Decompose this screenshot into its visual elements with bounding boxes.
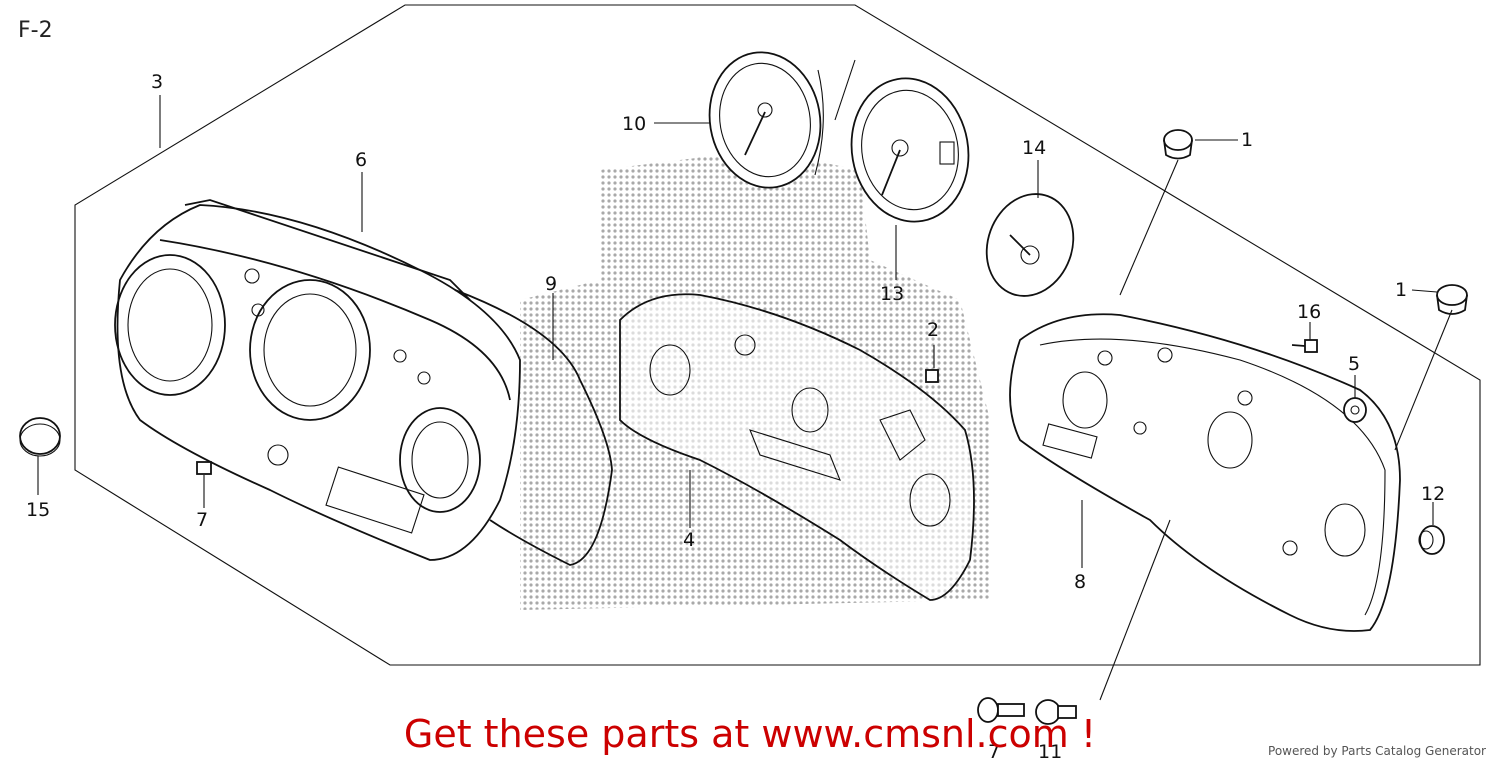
meter-case-rear [1009, 313, 1401, 632]
callouts: 3 6 9 4 7 15 10 13 14 1 1 2 16 5 12 8 7 … [26, 71, 1445, 763]
small-gauge-assembly [985, 193, 1075, 297]
printed-circuit-board [619, 293, 975, 601]
grommet-top [1163, 129, 1193, 160]
screw-bottom-7 [977, 697, 1025, 723]
callout-2: 2 [927, 319, 939, 341]
callout-5: 5 [1348, 353, 1360, 375]
callout-9: 9 [545, 273, 557, 295]
callout-7-left: 7 [196, 509, 208, 531]
nut-5 [1343, 397, 1367, 423]
callout-13: 13 [880, 283, 904, 305]
sheet-id-label: F-2 [18, 18, 53, 43]
lens-gasket [454, 289, 613, 566]
bolt-7-left [196, 461, 212, 475]
bolt-2 [925, 369, 939, 383]
gauge-window [399, 407, 481, 513]
speedometer-assembly [708, 51, 824, 189]
leader-lines [37, 59, 1453, 701]
bolt-16 [1291, 339, 1318, 353]
promo-link-text[interactable]: Get these parts at www.cmsnl.com ! [403, 712, 1097, 756]
speedometer-window [114, 254, 226, 396]
callout-1-right: 1 [1395, 279, 1407, 301]
callout-11: 11 [1038, 741, 1062, 763]
callout-10: 10 [622, 113, 646, 135]
callout-15: 15 [26, 499, 50, 521]
assembly-boundary [74, 4, 1481, 666]
callout-16: 16 [1297, 301, 1321, 323]
grommet-right [1436, 284, 1468, 315]
tachometer-window [249, 279, 371, 421]
powered-by-footer: Powered by Parts Catalog Generator [1268, 744, 1486, 758]
callout-3: 3 [151, 71, 163, 93]
callout-7-bottom: 7 [988, 741, 1000, 763]
callout-8: 8 [1074, 571, 1086, 593]
tachometer-assembly [850, 77, 970, 223]
collar-12 [1418, 525, 1445, 555]
callout-14: 14 [1022, 137, 1046, 159]
callout-12: 12 [1421, 483, 1445, 505]
screw-bottom-11 [1035, 699, 1077, 725]
cap-plug [19, 417, 61, 457]
callout-1-top: 1 [1241, 129, 1253, 151]
callout-6: 6 [355, 149, 367, 171]
meter-visor [114, 199, 521, 561]
callout-4: 4 [683, 529, 695, 551]
